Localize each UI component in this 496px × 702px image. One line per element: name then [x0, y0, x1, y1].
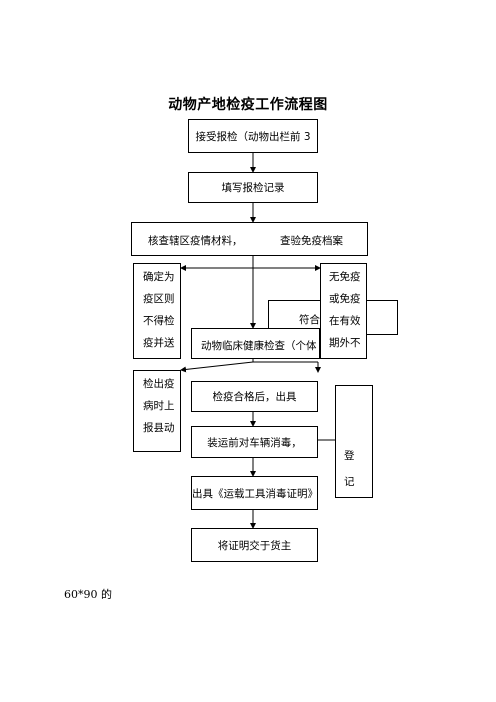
issue-certificate-box: 检疫合格后，出具 — [191, 381, 318, 412]
arrow-left-detected — [180, 361, 254, 373]
fill-record-box: 填写报检记录 — [188, 172, 318, 203]
no-immunity-line-2: 或免疫 — [329, 293, 361, 305]
confirm-line-4: 疫并送 — [143, 337, 175, 349]
detected-line-3: 报县动 — [143, 422, 175, 434]
deliver-owner-box: 将证明交于货主 — [191, 528, 318, 562]
deliver-owner-text: 将证明交于货主 — [217, 539, 292, 552]
confirm-line-1: 确定为 — [143, 271, 175, 283]
accept-report-text: 接受报检（动物出栏前 3 — [195, 130, 311, 143]
confirm-epidemic-box: 确定为 疫区则 不得检 疫并送 — [133, 263, 181, 359]
check-archive-text: 查验免疫档案 — [280, 235, 343, 247]
register-char-2: 记 — [344, 476, 355, 488]
register-char-1: 登 — [344, 450, 355, 462]
fill-record-text: 填写报检记录 — [221, 182, 285, 194]
check-materials-box: 核查辖区疫情材料， 查验免疫档案 — [131, 222, 368, 256]
confirm-line-2: 疫区则 — [143, 293, 175, 305]
clinical-check-box: 动物临床健康检查（个体 — [191, 328, 320, 359]
register-box: 登 记 — [335, 385, 373, 498]
transport-certificate-text: 出具《运载工具消毒证明》 — [192, 487, 318, 500]
no-immunity-line-1: 无免疫 — [329, 271, 361, 283]
check-materials-text: 核查辖区疫情材料， — [148, 235, 243, 247]
footnote-text: 60*90 的 — [64, 588, 112, 601]
detected-line-1: 检出疫 — [143, 378, 175, 390]
no-immunity-line-3: 在有效 — [329, 315, 361, 327]
confirm-line-3: 不得检 — [143, 315, 175, 327]
transport-certificate-box: 出具《运载工具消毒证明》 — [191, 476, 318, 510]
no-immunity-box: 无免疫 或免疫 在有效 期外不 — [320, 263, 367, 359]
disinfect-vehicle-box: 装运前对车辆消毒， — [191, 426, 318, 458]
accept-report-box: 接受报检（动物出栏前 3 — [188, 119, 318, 153]
disinfect-vehicle-text: 装运前对车辆消毒， — [207, 436, 302, 449]
no-immunity-line-4: 期外不 — [329, 337, 361, 349]
flowchart-title: 动物产地检疫工作流程图 — [168, 97, 328, 113]
clinical-check-text: 动物临床健康检查（个体 — [201, 340, 317, 352]
epidemic-detected-box: 检出疫 病时上 报县动 — [133, 370, 181, 452]
detected-line-2: 病时上 — [143, 400, 175, 412]
issue-certificate-text: 检疫合格后，出具 — [212, 391, 297, 403]
